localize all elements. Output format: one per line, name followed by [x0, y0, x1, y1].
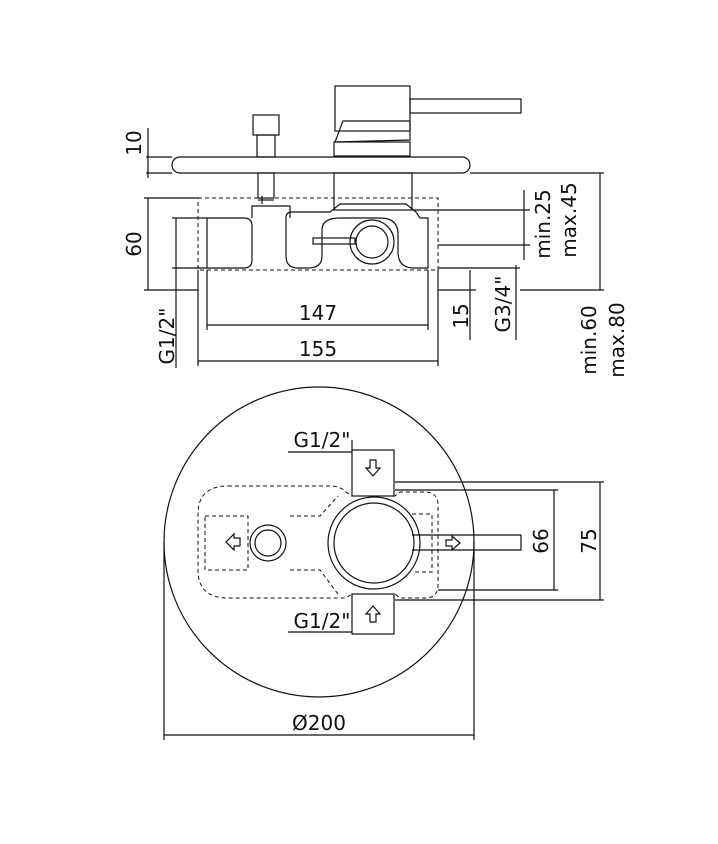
box-outline-dashed [197, 197, 439, 271]
dim-15-label: 15 [449, 303, 473, 328]
dim-66-label: 66 [529, 528, 553, 553]
dim-diameter: Ø200 [163, 542, 475, 740]
g12-left-label: G1/2" [155, 308, 179, 365]
top-thread-label-group: G1/2" [288, 428, 353, 453]
dim-147-label: 147 [299, 301, 337, 325]
mixer-lever [333, 85, 522, 211]
dim-75: 75 [395, 481, 604, 601]
lever-arm [412, 534, 522, 551]
g12-bottom-label: G1/2" [294, 609, 351, 633]
g12-top-label: G1/2" [294, 428, 351, 452]
arrow-left-icon [225, 532, 241, 552]
cover-plate [171, 156, 471, 174]
max45-label: max.45 [557, 182, 581, 257]
dim-g34: G3/4" [438, 265, 520, 340]
dim-60: 60 [122, 197, 198, 291]
diverter-inner [254, 529, 282, 557]
dim-155-label: 155 [299, 337, 337, 361]
dim-g12-left: G1/2" [155, 217, 207, 368]
top-view: G1/2" G1/2" 66 75 Ø200 [163, 386, 604, 740]
side-view: 10 60 G1/2" 147 155 [122, 85, 629, 378]
dim-10-label: 10 [122, 130, 146, 155]
inlet-top [351, 449, 395, 497]
arrow-down-icon [364, 459, 382, 477]
diverter-knob [252, 114, 280, 199]
arrow-up-icon [364, 605, 382, 623]
body-outline-dashed [197, 485, 439, 599]
g34-label: G3/4" [491, 276, 515, 333]
min25-label: min.25 [531, 189, 555, 259]
arrow-right-icon [445, 534, 461, 552]
dim-15: 15 [438, 270, 476, 340]
dim-total-depth: min.60 max.80 [470, 172, 629, 378]
min60-label: min.60 [577, 305, 601, 375]
dim-66: 66 [395, 489, 558, 591]
dim-75-label: 75 [577, 528, 601, 553]
left-outlet-dashed [204, 515, 249, 571]
valve-body [206, 196, 429, 269]
dim-155: 155 [197, 270, 439, 366]
handle-outer [327, 496, 421, 590]
dim-10: 10 [122, 128, 172, 178]
dim-147: 147 [206, 270, 429, 330]
cartridge-circle [349, 219, 395, 265]
inlet-bottom [351, 593, 395, 635]
dim-wall-depth: min.25 max.45 [412, 182, 581, 260]
bottom-thread-label-group: G1/2" [288, 609, 352, 633]
dim-60-label: 60 [122, 231, 146, 256]
max80-label: max.80 [605, 302, 629, 377]
dim-diameter-label: Ø200 [292, 711, 346, 735]
handle-inner [333, 502, 415, 584]
diverter-outer [249, 524, 287, 562]
